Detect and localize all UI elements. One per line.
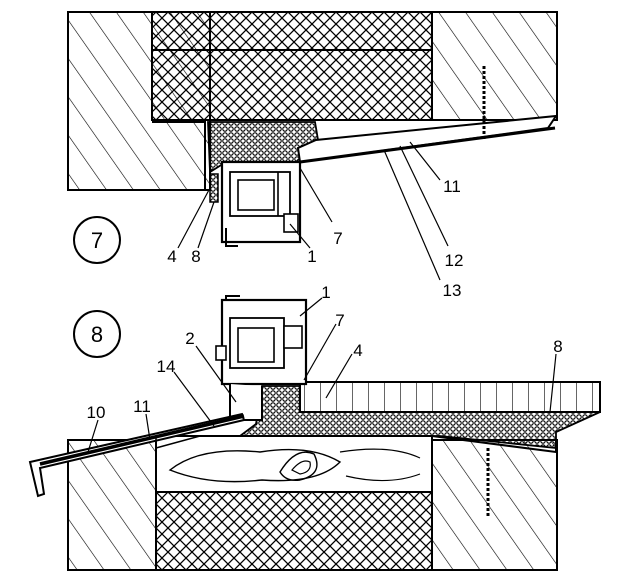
callout-4-upper: 4 — [167, 247, 176, 266]
callout-14-lower: 14 — [157, 357, 176, 376]
lintel-insulation — [151, 11, 433, 121]
callout-7-lower: 7 — [335, 311, 344, 330]
callout-11-upper: 11 — [443, 177, 461, 196]
brick-layer — [299, 381, 601, 413]
cover-strip-upper — [296, 114, 559, 164]
callout-2-lower: 2 — [185, 329, 194, 348]
callout-12-upper: 12 — [445, 251, 464, 270]
right-wall-upper — [431, 11, 558, 121]
callout-8-upper: 8 — [191, 247, 200, 266]
wooden-sill — [155, 435, 433, 493]
detail-7-number: 7 — [91, 228, 103, 253]
left-wall-lower — [67, 439, 157, 571]
sill-insulation — [155, 491, 433, 571]
callout-1-upper: 1 — [307, 247, 316, 266]
callout-11-lower: 11 — [133, 397, 151, 416]
detail-7-lintel: 7 4 8 1 7 11 12 13 — [67, 11, 559, 300]
callout-7-upper: 7 — [333, 229, 342, 248]
callout-13-upper: 13 — [443, 281, 462, 300]
right-wall-lower — [431, 439, 558, 571]
detail-7-badge — [73, 216, 121, 264]
window-frame-profile-upper — [220, 160, 302, 247]
detail-8-number: 8 — [91, 322, 103, 347]
callout-1-lower: 1 — [321, 283, 330, 302]
callout-10-lower: 10 — [87, 403, 106, 422]
detail-8-badge — [73, 310, 121, 358]
callout-8-lower: 8 — [553, 337, 562, 356]
callout-4-lower: 4 — [353, 341, 362, 360]
detail-8-sill: 8 1 7 4 8 2 14 10 11 — [28, 283, 601, 571]
window-frame-profile-lower — [215, 295, 308, 421]
seal-upper — [209, 173, 219, 203]
